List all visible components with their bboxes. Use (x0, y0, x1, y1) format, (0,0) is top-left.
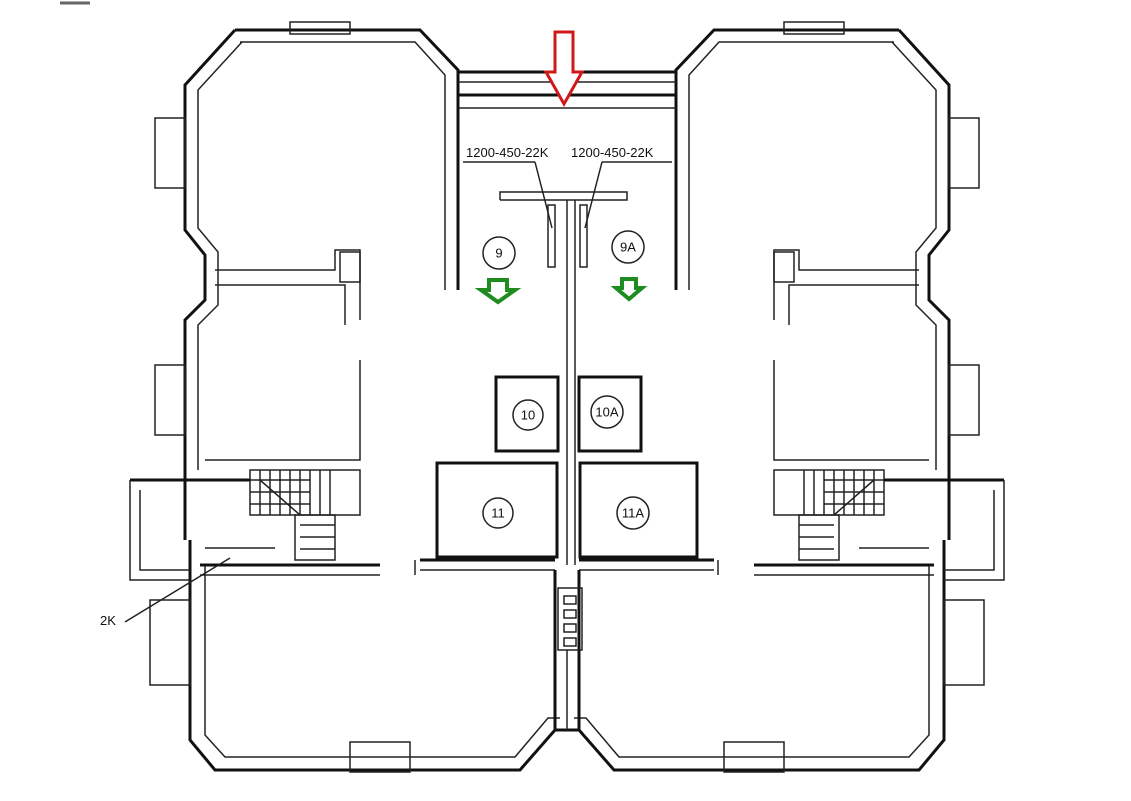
right-unit-walls (565, 20, 1006, 774)
room-tag-11: 11 (491, 505, 505, 520)
room-tag-9a: 9A (620, 239, 636, 254)
down-arrow-icon (474, 278, 522, 305)
staircase-left (249, 469, 361, 561)
callout-label-partial: 2K (100, 613, 116, 628)
room-tag-10a: 10A (595, 404, 618, 419)
callout-label-left: 1200-450-22K (466, 145, 549, 160)
room-tag-10: 10 (521, 407, 535, 422)
room-tag-11a: 11A (622, 505, 644, 520)
central-core (414, 70, 719, 730)
down-arrow-icon (610, 277, 648, 302)
callout-label-right: 1200-450-22K (571, 145, 654, 160)
room-tag-9: 9 (495, 245, 502, 260)
entry-arrow-icon (543, 30, 585, 108)
left-unit-walls (129, 21, 567, 773)
